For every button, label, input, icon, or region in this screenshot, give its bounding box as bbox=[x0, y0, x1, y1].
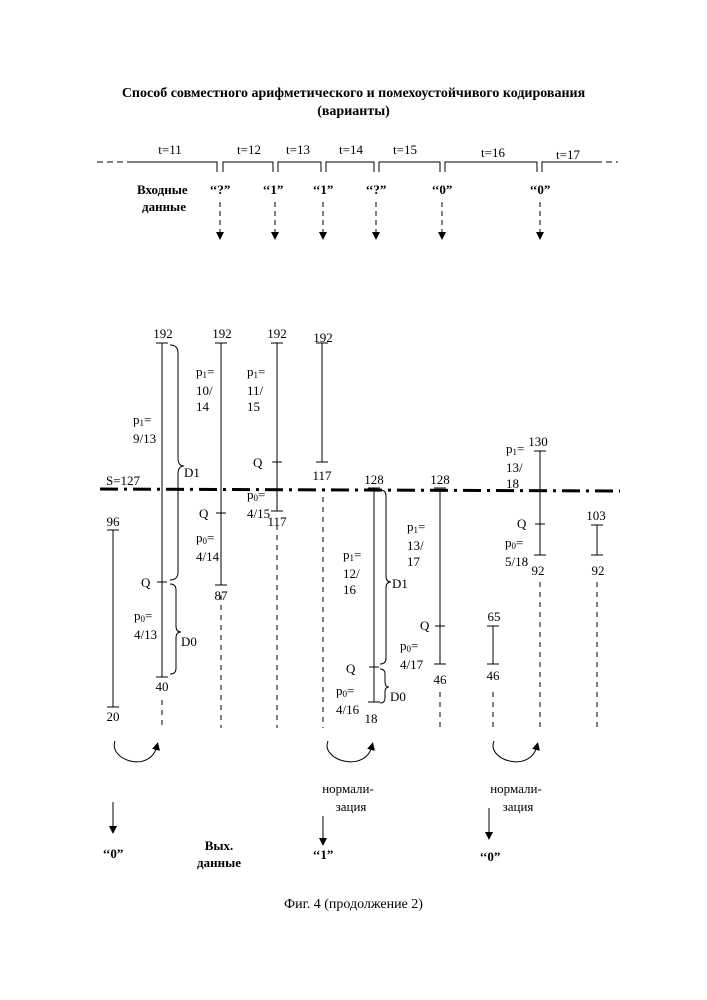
threshold-label: S=127 bbox=[106, 473, 140, 488]
input-arrows bbox=[220, 202, 540, 236]
c4-bottom-value: 117 bbox=[267, 514, 286, 529]
c2-q-label: Q bbox=[141, 575, 150, 590]
c3-p0-label: p0=4/14 bbox=[196, 530, 219, 565]
input-data-label-2: данные bbox=[142, 199, 186, 214]
normalization-label-2: зация bbox=[336, 799, 367, 814]
c9-p0-label: p0=5/18 bbox=[505, 535, 528, 570]
c9-p1-label: p1=13/18 bbox=[506, 441, 524, 492]
c8-top-value: 65 bbox=[488, 609, 501, 624]
c7-p1-label: p1=13/17 bbox=[407, 519, 425, 570]
output-symbol: ‘‘1” bbox=[313, 847, 334, 862]
input-symbol: ‘‘0” bbox=[530, 182, 551, 197]
c2-top-value: 192 bbox=[153, 326, 173, 341]
c6-d0-label: D0 bbox=[390, 689, 406, 704]
time-label-t11: t=11 bbox=[158, 142, 181, 157]
c2-bottom-value: 40 bbox=[156, 679, 169, 694]
c4-p0-label: p0=4/15 bbox=[247, 487, 270, 522]
c5-bottom-value: 117 bbox=[312, 468, 331, 483]
c8-bottom-value: 46 bbox=[487, 668, 500, 683]
input-symbol: ‘‘1” bbox=[313, 182, 334, 197]
c7-p0-label: p0=4/17 bbox=[400, 638, 423, 673]
time-label-t14: t=14 bbox=[339, 142, 363, 157]
interval-columns bbox=[107, 343, 603, 707]
c5-top-value: 192 bbox=[313, 330, 333, 345]
c3-top-value: 192 bbox=[212, 326, 232, 341]
output-data-label-2: данные bbox=[197, 855, 241, 870]
c2-p0-label: p0=4/13 bbox=[134, 608, 157, 643]
normalization-label-2: зация bbox=[503, 799, 534, 814]
c4-q-label: Q bbox=[253, 455, 262, 470]
c10-bottom-value: 92 bbox=[592, 563, 605, 578]
input-symbol: ‘‘?” bbox=[366, 182, 387, 197]
normalization-label-1: нормали- bbox=[322, 781, 374, 796]
c3-q-label: Q bbox=[199, 506, 208, 521]
c9-bottom-value: 92 bbox=[532, 563, 545, 578]
c3-p1-label: p1=10/14 bbox=[196, 364, 214, 415]
input-symbol: ‘‘0” bbox=[432, 182, 453, 197]
time-label-t16: t=16 bbox=[481, 145, 505, 160]
time-ruler bbox=[97, 162, 618, 172]
output-symbol: ‘‘0” bbox=[103, 846, 124, 861]
time-label-t13: t=13 bbox=[286, 142, 310, 157]
c3-bottom-value: 87 bbox=[215, 588, 228, 603]
c1-top-value: 96 bbox=[107, 514, 120, 529]
c1-bottom-value: 20 bbox=[107, 709, 120, 724]
c6-bottom-value: 18 bbox=[365, 711, 378, 726]
normalization-label-1: нормали- bbox=[490, 781, 542, 796]
c7-bottom-value: 46 bbox=[434, 672, 447, 687]
output-symbol: ‘‘0” bbox=[480, 849, 501, 864]
input-data-label-1: Входные bbox=[137, 182, 188, 197]
time-label-t12: t=12 bbox=[237, 142, 261, 157]
c6-d1-label: D1 bbox=[392, 576, 408, 591]
input-symbol: ‘‘1” bbox=[263, 182, 284, 197]
c7-q-label: Q bbox=[420, 618, 429, 633]
dashed-continuations bbox=[162, 497, 597, 728]
c9-top-value: 130 bbox=[528, 434, 548, 449]
normalization-arrows bbox=[114, 741, 537, 762]
c4-top-value: 192 bbox=[267, 326, 287, 341]
time-label-t17: t=17 bbox=[556, 147, 580, 162]
figure-caption: Фиг. 4 (продолжение 2) bbox=[0, 897, 707, 913]
c10-top-value: 103 bbox=[586, 508, 606, 523]
c9-q-label: Q bbox=[517, 516, 526, 531]
c7-top-value: 128 bbox=[430, 472, 450, 487]
output-arrows bbox=[113, 802, 489, 842]
c6-top-value: 128 bbox=[364, 472, 384, 487]
time-label-t15: t=15 bbox=[393, 142, 417, 157]
c4-p1-label: p1=11/15 bbox=[247, 364, 265, 415]
c2-d1-label: D1 bbox=[184, 465, 200, 480]
c2-d0-label: D0 bbox=[181, 634, 197, 649]
input-symbol: ‘‘?” bbox=[210, 182, 231, 197]
c2-p1-label: p1=9/13 bbox=[133, 412, 156, 447]
output-data-label-1: Вых. bbox=[205, 838, 234, 853]
c6-p0-label: p0=4/16 bbox=[336, 683, 359, 718]
c6-p1-label: p1=12/16 bbox=[343, 547, 361, 598]
c6-q-label: Q bbox=[346, 661, 355, 676]
